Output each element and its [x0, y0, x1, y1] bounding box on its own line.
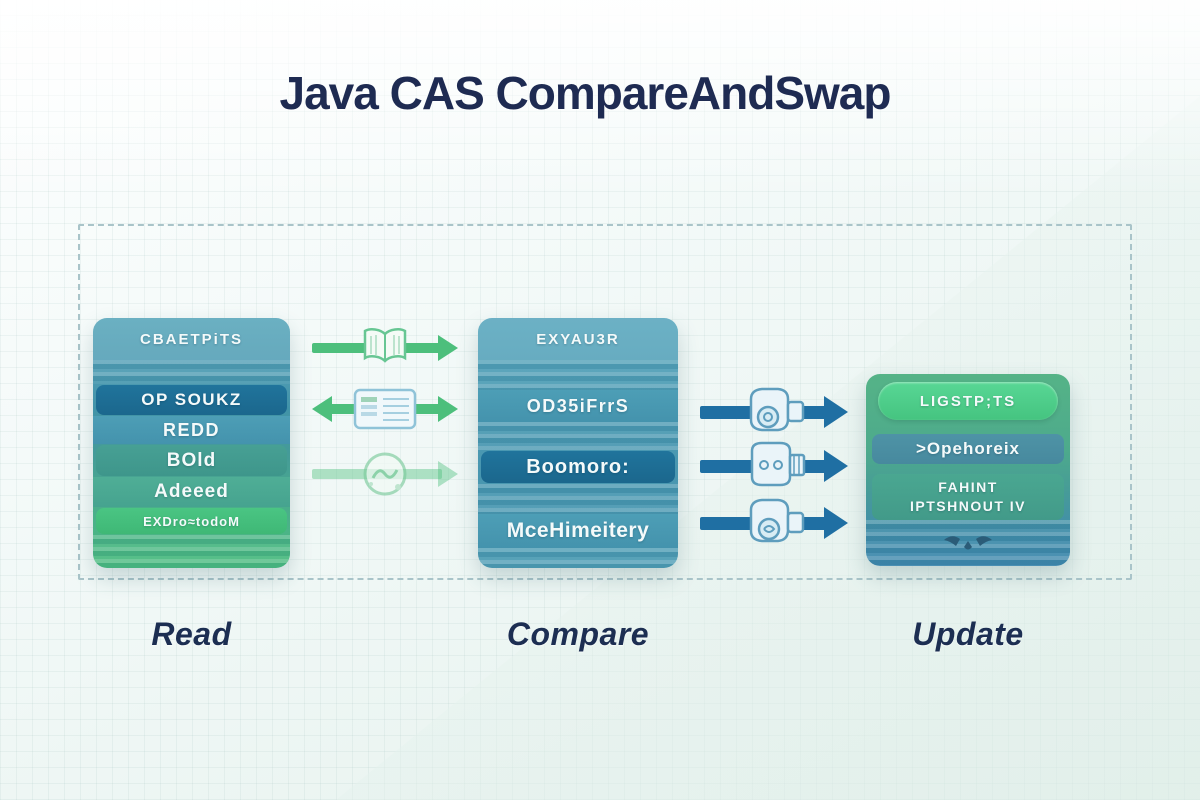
read-header-box: CBAETPiTS: [93, 318, 290, 360]
compare-row-boomoro: Boomoro:: [481, 451, 675, 483]
update-row-ligstpts: LIGSTP;TS: [878, 382, 1058, 420]
update-row-opehoreix: >Opehoreix: [872, 434, 1064, 464]
stage-label-update: Update: [912, 616, 1024, 652]
compare-column: EXYAU3R OD35iFrrS Boomoro: MceHimeitery: [478, 318, 678, 568]
read-row-label: EXDro≈todoM: [143, 513, 240, 529]
read-row-label: BOld: [166, 449, 217, 471]
update-row-fahint: FAHINT IPTSHNOUT IV: [872, 474, 1064, 520]
arrow-head-left: [312, 396, 332, 422]
connector-icon: [749, 387, 805, 432]
arrow-head: [438, 461, 458, 487]
compare-stripe: [478, 422, 678, 450]
read-row-bold: BOld: [96, 445, 287, 476]
compare-stripe: [478, 360, 678, 390]
read-row-exdro: EXDro≈todoM: [96, 508, 287, 534]
update-footer-band: [866, 520, 1070, 566]
connector-icon: [749, 498, 805, 543]
compare-header-label: EXYAU3R: [536, 330, 620, 348]
read-column: CBAETPiTS OP SOUKZ REDD BOld Adeeed EXDr…: [93, 318, 290, 568]
arrow-head: [824, 507, 848, 539]
read-stripe: [93, 360, 290, 384]
read-row-label: Adeeed: [154, 481, 229, 502]
compare-update-arrow-2: [700, 438, 848, 494]
compare-stripe: [478, 548, 678, 568]
arrow-head: [824, 396, 848, 428]
diagram-dashed-frame: [78, 224, 1132, 580]
read-row-redd: REDD: [93, 416, 290, 444]
read-row-label: REDD: [162, 419, 220, 440]
book-icon: [363, 328, 407, 363]
read-row-label: OP SOUKZ: [141, 390, 242, 409]
connector-icon: [750, 441, 806, 487]
read-stripe: [93, 535, 290, 568]
compare-row-label: Boomoro:: [526, 455, 630, 478]
update-row-label-line2: IPTSHNOUT IV: [909, 498, 1026, 514]
bird-icon: [944, 536, 992, 550]
read-row-op-soukz: OP SOUKZ: [96, 385, 287, 415]
compare-header-box: EXYAU3R: [478, 318, 678, 360]
update-gap: [866, 420, 1070, 434]
compare-update-arrow-3: [700, 495, 848, 551]
badge-icon: [363, 452, 407, 496]
read-compare-arrow-2: [312, 384, 458, 434]
arrow-head-right: [438, 396, 458, 422]
update-row-label: >Opehoreix: [915, 439, 1020, 458]
update-column: LIGSTP;TS >Opehoreix FAHINT IPTSHNOUT IV: [866, 374, 1070, 566]
read-compare-arrow-3: [312, 448, 458, 500]
arrow-head: [438, 335, 458, 361]
update-row-label: LIGSTP;TS: [919, 392, 1017, 410]
compare-row-label: OD35iFrrS: [526, 395, 630, 416]
read-compare-arrow-1: [312, 322, 458, 374]
read-header-label: CBAETPiTS: [139, 330, 243, 348]
page-title: Java CAS CompareAndSwap: [279, 67, 892, 119]
compare-row-od35: OD35iFrrS: [478, 390, 678, 422]
arrow-head: [824, 450, 848, 482]
id-card-icon: [353, 388, 417, 430]
compare-stripe: [478, 484, 678, 514]
update-row-label-line1: FAHINT: [938, 479, 998, 496]
stage-label-compare: Compare: [506, 616, 650, 652]
stage-label-read: Read: [151, 616, 232, 652]
update-gap: [866, 464, 1070, 474]
read-row-adeeed: Adeeed: [93, 477, 290, 507]
compare-update-arrow-1: [700, 384, 848, 440]
compare-row-mcehimeitery: MceHimeitery: [478, 514, 678, 548]
compare-row-label: MceHimeitery: [506, 519, 650, 542]
